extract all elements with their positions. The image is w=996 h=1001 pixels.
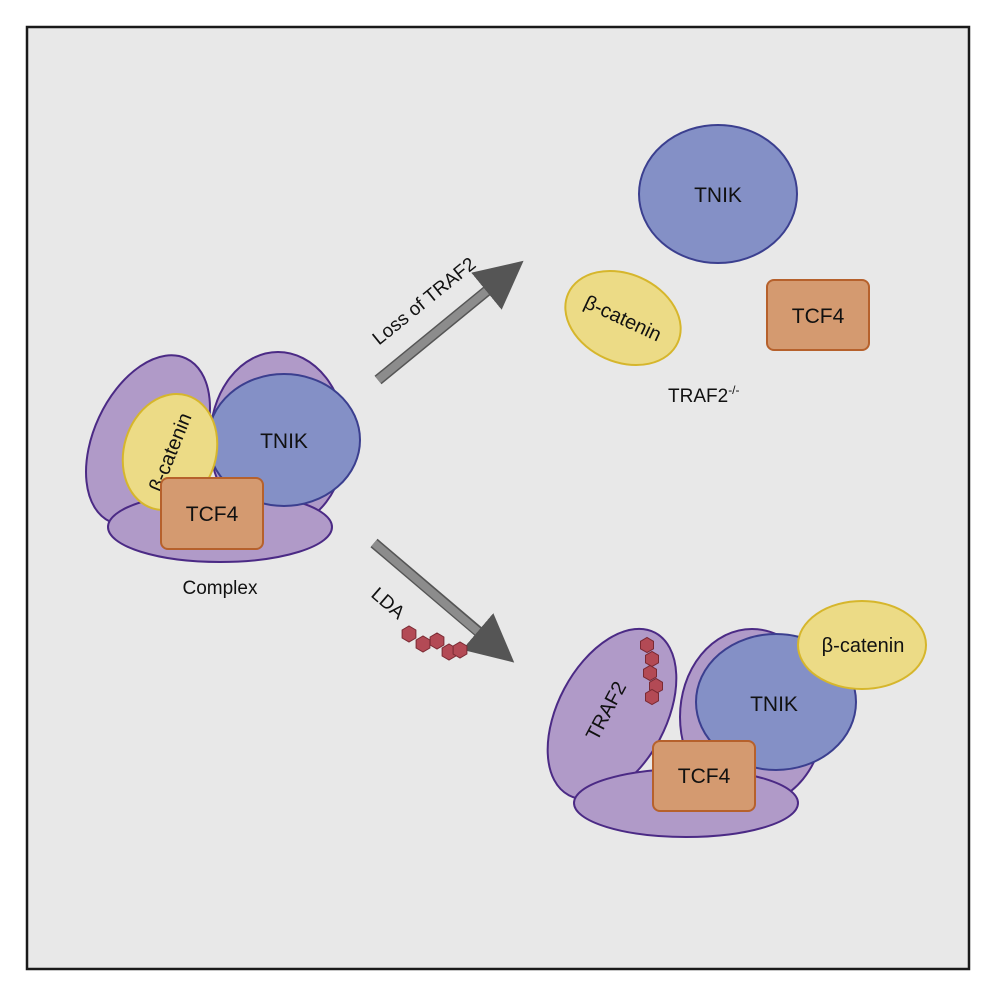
knockout-tnik: [638, 124, 798, 264]
hexagon-ring: [401, 625, 417, 643]
complex-tnik-label: TNIK: [260, 430, 308, 453]
lda-complex-group: TRAF2 TNIK β-catenin TCF4: [546, 600, 927, 838]
knockout-tnik-label: TNIK: [694, 184, 742, 207]
lda-bound-hexagon-chain-icon: [640, 636, 663, 706]
lda-tnik-label: TNIK: [750, 693, 798, 716]
hexagon-ring: [645, 650, 659, 668]
knockout-beta-catenin: [564, 269, 682, 367]
traf2-knockout-group: TNIK β-catenin TCF4 TRAF2-/-: [564, 124, 870, 407]
complex-tcf4: [160, 477, 264, 550]
hexagon-ring: [640, 636, 654, 654]
lda-tcf4-label: TCF4: [678, 765, 731, 788]
hexagon-ring: [643, 664, 657, 682]
knockout-tcf4: [766, 279, 870, 351]
lda-tcf4: [652, 740, 756, 812]
genotype-superscript: -/-: [728, 383, 739, 397]
lda-arrow: [371, 539, 515, 663]
complex-tcf4-label: TCF4: [186, 503, 239, 526]
genotype-gene: TRAF2: [668, 386, 728, 407]
complex-group: TNIK β-catenin TCF4 Complex: [85, 351, 361, 599]
hexagon-ring: [415, 635, 431, 653]
loss-of-traf2-arrow: [375, 260, 524, 384]
complex-caption: Complex: [183, 578, 258, 599]
lda-hexagon-chain-icon: [401, 625, 468, 661]
lda-beta-catenin-label: β-catenin: [822, 635, 905, 657]
hexagon-ring: [452, 641, 468, 659]
knockout-tcf4-label: TCF4: [792, 305, 845, 328]
hexagon-ring: [429, 632, 445, 650]
hexagon-ring: [645, 688, 659, 706]
lda-beta-catenin: [797, 600, 927, 690]
knockout-genotype-label: TRAF2-/-: [668, 383, 740, 407]
